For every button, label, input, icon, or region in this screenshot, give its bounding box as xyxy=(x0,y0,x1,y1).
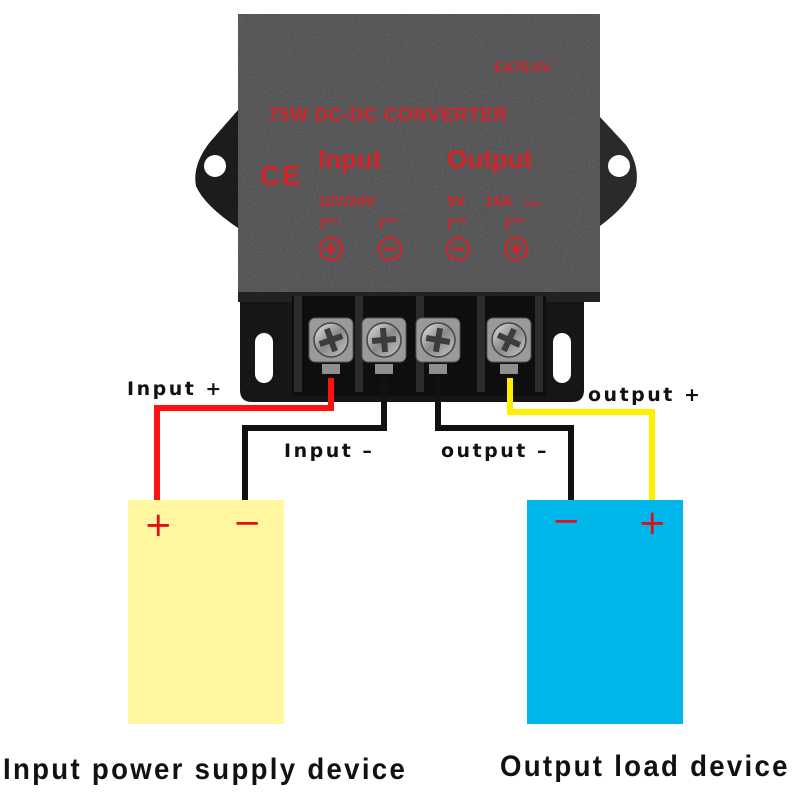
converter-title: 75W DC-DC CONVERTER xyxy=(268,105,508,126)
model-number: EA75-5V xyxy=(494,59,551,75)
input-power-supply-box: + − xyxy=(128,500,284,724)
terminal-screw-3[interactable] xyxy=(415,317,461,374)
output-current-max: max xyxy=(524,199,541,208)
input-heading: Input xyxy=(318,144,382,174)
wire-output-positive xyxy=(507,378,655,502)
output-device-positive-symbol: + xyxy=(638,503,667,543)
terminal-mark-3 xyxy=(445,219,471,262)
output-load-box: − + xyxy=(527,500,683,724)
output-voltage: 5V xyxy=(447,193,465,210)
terminal-mark-2 xyxy=(377,219,403,262)
wire-input-negative xyxy=(242,378,387,502)
slot-right xyxy=(553,333,571,383)
label-input-negative: Input – xyxy=(284,440,375,462)
terminal-mark-1 xyxy=(318,219,344,262)
terminal-screw-1[interactable] xyxy=(308,317,354,374)
output-heading: Output xyxy=(447,144,533,174)
input-device-negative-symbol: − xyxy=(233,503,262,543)
label-input-positive: Input + xyxy=(127,378,224,400)
label-output-positive: output + xyxy=(588,384,703,406)
terminal-screw-4[interactable] xyxy=(486,317,532,374)
terminal-screw-2[interactable] xyxy=(361,317,407,374)
terminal-polarity-marks xyxy=(318,219,529,262)
ce-mark: CE xyxy=(260,160,303,191)
converter-housing xyxy=(238,14,600,300)
mounting-hole-left xyxy=(204,155,226,177)
wire-output-negative xyxy=(435,378,574,502)
mounting-hole-right xyxy=(608,155,630,177)
output-current: 15A xyxy=(485,193,513,210)
output-device-negative-symbol: − xyxy=(552,501,581,541)
input-device-label: Input power supply device xyxy=(3,753,408,786)
input-voltage: 12V/24V xyxy=(318,193,376,210)
input-device-positive-symbol: + xyxy=(144,505,173,545)
terminal-mark-4 xyxy=(503,219,529,262)
output-device-label: Output load device xyxy=(500,750,790,783)
wire-input-positive xyxy=(154,378,334,502)
label-output-negative: output – xyxy=(441,440,549,462)
slot-left xyxy=(255,333,273,383)
